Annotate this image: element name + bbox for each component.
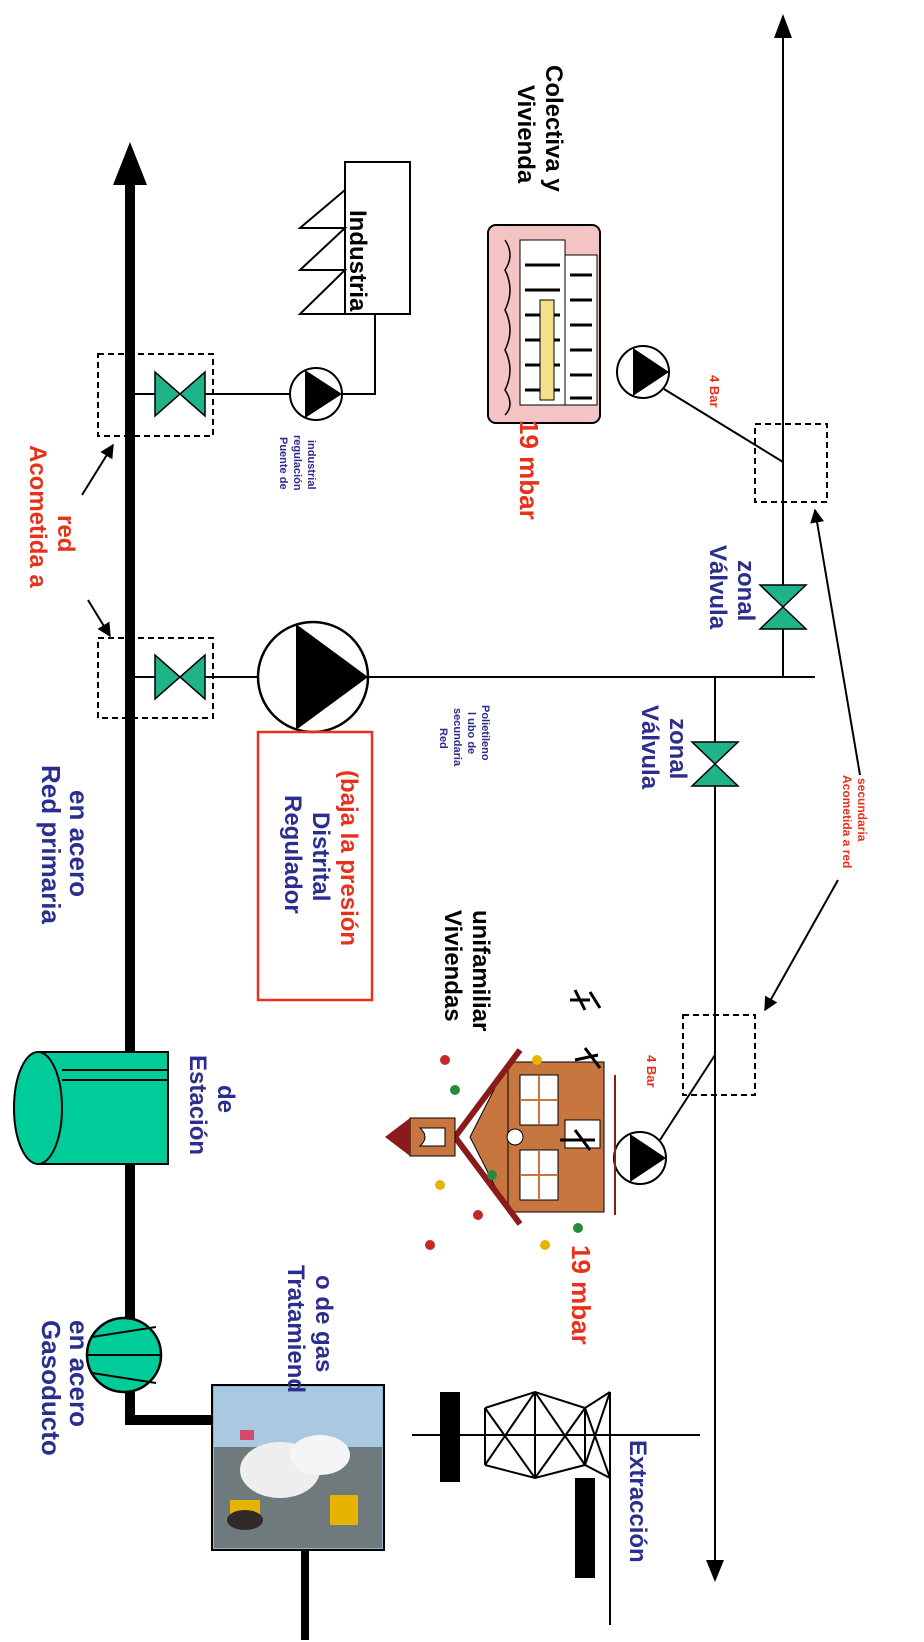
label-valvula-zonal-right-line2: zonal — [732, 560, 759, 621]
label-bar-colectiva: 4 Bar — [707, 375, 722, 408]
label-industria: Industria — [344, 210, 371, 312]
label-gasoducto-line2: en acero — [64, 1320, 94, 1427]
label-red-secundaria-line2: secundaria — [451, 708, 463, 767]
zonal-valve-right-icon — [760, 585, 806, 629]
service-box-colectiva — [755, 424, 827, 502]
label-tratamiento-line1: Tratamiend — [282, 1265, 309, 1393]
label-valvula-zonal-left-line1: Válvula — [636, 705, 663, 790]
vivienda-colectiva-building-icon — [488, 225, 600, 423]
colectiva-regulator-icon — [617, 346, 669, 398]
label-valvula-zonal-right-line1: Válvula — [704, 545, 731, 630]
primary-pipe-arrow — [113, 142, 147, 185]
arrow-acometida-industrial — [82, 445, 113, 495]
connector-unifamiliar — [660, 1055, 715, 1140]
label-regulador-line2: Distrital — [307, 812, 334, 901]
treatment-plant-photo — [212, 1385, 384, 1550]
secondary-right-arrow — [774, 14, 792, 38]
service-box-unifamiliar — [683, 1015, 755, 1095]
label-estacion-line1: Estación — [184, 1055, 211, 1155]
label-mbar-colectiva: 19 mbar — [514, 420, 544, 520]
label-acometida-secundaria-line2: secundaria — [855, 778, 869, 842]
label-red-primaria-line1: Red primaria — [36, 765, 66, 924]
arrow-acometida-secundaria-left — [765, 880, 838, 1010]
label-red-secundaria-line3: l ubo de — [465, 712, 477, 754]
zonal-valve-left-icon — [692, 742, 738, 786]
arrow-acometida-regulator — [88, 600, 110, 636]
label-extraccion: Extracción — [624, 1440, 651, 1563]
station-tank-icon — [14, 1052, 168, 1164]
pipe-to-industria — [342, 312, 410, 394]
label-gasoducto-line1: Gasoducto — [36, 1320, 66, 1456]
label-red-primaria-line2: en acero — [64, 790, 94, 897]
pipeline-compressor-icon — [87, 1318, 161, 1392]
label-vivienda-colectiva-line1: Vivienda — [512, 85, 539, 184]
label-puente-line2: regulación — [291, 435, 303, 491]
label-red-secundaria-line1: Red — [437, 728, 449, 749]
label-tratamiento-line2: o de gas — [310, 1275, 337, 1372]
industrial-regulator-icon — [290, 368, 342, 420]
valve-industrial-icon — [155, 372, 205, 416]
label-acometida-secundaria-line1: Acometida a red — [840, 775, 854, 868]
label-estacion-line2: de — [212, 1085, 239, 1113]
extraction-base-icon — [575, 1478, 595, 1578]
label-bar-uni: 4 Bar — [644, 1055, 659, 1088]
arrow-acometida-secundaria-right — [815, 510, 860, 775]
label-viviendas-uni-line2: unifamiliar — [467, 910, 494, 1031]
label-viviendas-uni-line1: Viviendas — [439, 910, 466, 1022]
secondary-left-arrow — [706, 1560, 724, 1582]
label-valvula-zonal-left-line2: zonal — [664, 718, 691, 779]
label-acometida-line1: Acometida a — [24, 445, 51, 588]
label-regulador-line1: Regulador — [279, 795, 306, 914]
unifamiliar-regulator-icon — [614, 1132, 666, 1184]
connector-colectiva — [664, 389, 783, 462]
label-mbar-uni: 19 mbar — [566, 1245, 596, 1345]
label-red-secundaria-line4: Polietileno — [479, 705, 491, 761]
label-acometida-line2: red — [52, 515, 79, 552]
vivienda-unifamiliar-house-icon — [385, 990, 615, 1250]
valve-regulator-icon — [155, 655, 205, 699]
label-puente-line1: Puente de — [277, 437, 289, 490]
label-regulador-line3: (baja la presión — [335, 770, 362, 946]
extraction-wellhead-icon — [440, 1392, 460, 1482]
label-vivienda-colectiva-line2: Colectiva y — [540, 65, 567, 192]
label-puente-line3: industrial — [305, 440, 317, 490]
district-regulator-icon — [258, 622, 368, 732]
